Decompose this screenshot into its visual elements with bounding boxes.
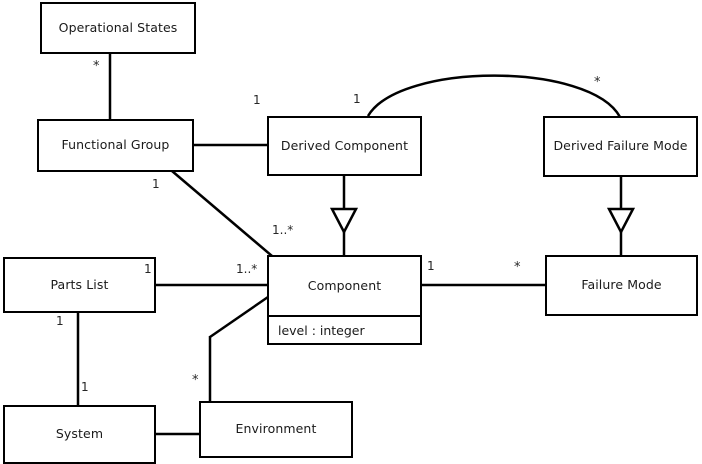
- multiplicity-component-environment: *: [192, 373, 199, 388]
- class-name-environment: Environment: [235, 421, 317, 437]
- multiplicity-derived-failure-mode-arc: *: [594, 75, 601, 90]
- class-name-component: Component: [307, 277, 382, 293]
- class-box-derived-failure-mode[interactable]: Derived Failure Mode: [543, 116, 698, 177]
- class-name-derived-failure-mode: Derived Failure Mode: [553, 138, 688, 154]
- multiplicity-parts-list-system-top: 1: [56, 314, 64, 328]
- class-name-failure-mode: Failure Mode: [581, 277, 662, 293]
- class-name-operational-states: Operational States: [58, 19, 178, 35]
- edge-functional-group-component: [171, 170, 273, 257]
- multiplicity-functional-group-derived-component: 1: [253, 93, 261, 107]
- class-box-environment[interactable]: Environment: [199, 401, 353, 458]
- class-name-system: System: [55, 426, 104, 442]
- class-box-parts-list[interactable]: Parts List: [3, 257, 156, 313]
- class-box-component[interactable]: Component level : integer: [267, 255, 422, 345]
- class-name-parts-list: Parts List: [50, 276, 109, 292]
- class-box-system[interactable]: System: [3, 405, 156, 464]
- class-attribute-component-level: level : integer: [269, 315, 420, 343]
- multiplicity-component-failure-mode-right: *: [514, 260, 521, 275]
- multiplicity-parts-list-system-bottom: 1: [81, 380, 89, 394]
- multiplicity-functional-group-component: 1: [152, 177, 160, 191]
- multiplicity-component-from-functional-group: 1..*: [272, 223, 294, 237]
- multiplicity-operational-states-functional-group: *: [93, 59, 100, 74]
- class-box-functional-group[interactable]: Functional Group: [37, 119, 194, 172]
- generalization-triangle-failure-mode: [606, 207, 636, 235]
- multiplicity-component-failure-mode-left: 1: [427, 259, 435, 273]
- multiplicity-parts-list-component-left: 1: [144, 262, 152, 276]
- edge-component-environment-diagonal: [209, 295, 269, 339]
- class-box-operational-states[interactable]: Operational States: [40, 2, 196, 54]
- class-box-failure-mode[interactable]: Failure Mode: [545, 255, 698, 316]
- generalization-triangle-component: [329, 207, 359, 235]
- class-name-functional-group: Functional Group: [61, 137, 170, 153]
- class-box-derived-component[interactable]: Derived Component: [267, 116, 422, 176]
- multiplicity-derived-component-arc: 1: [353, 92, 361, 106]
- multiplicity-parts-list-component-right: 1..*: [236, 262, 258, 276]
- class-name-derived-component: Derived Component: [280, 137, 409, 153]
- edge-derived-component-derived-failure-mode: [366, 74, 622, 118]
